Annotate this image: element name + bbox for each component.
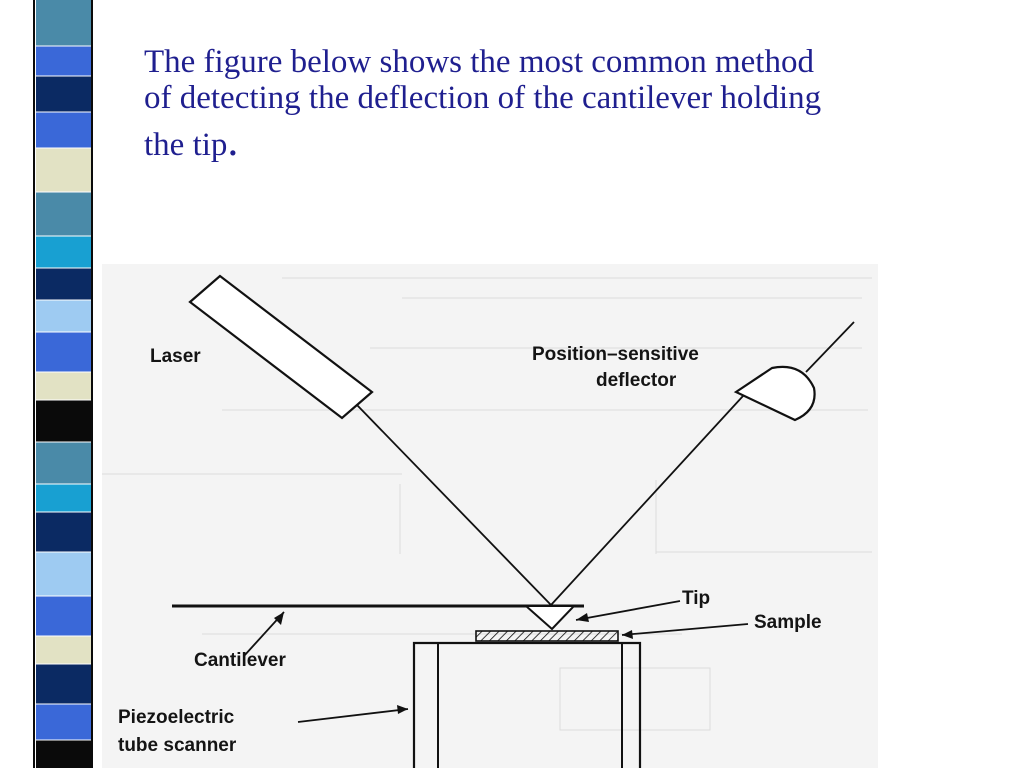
scanner-label-line1: Piezoelectric	[118, 707, 235, 728]
stripe-block	[36, 636, 92, 664]
tip-shape	[523, 605, 577, 631]
detector-label-line2: deflector	[596, 370, 677, 391]
cantilever-label: Cantilever	[194, 650, 286, 671]
detector-lead	[805, 321, 855, 373]
stripe-block	[36, 664, 92, 704]
stripe-block	[36, 76, 92, 112]
stripe-block	[36, 268, 92, 300]
title-line-3: the tip	[144, 127, 228, 163]
laser-label: Laser	[150, 346, 201, 367]
detector-label-line1: Position–sensitive	[532, 344, 699, 365]
title-line-3-wrap: the tip.	[144, 119, 984, 164]
scanner-label-line2: tube scanner	[118, 735, 237, 756]
tip-leader-line	[575, 600, 681, 621]
sample-leader-line	[621, 623, 749, 636]
sample-label: Sample	[754, 612, 822, 633]
reflected-beam	[550, 395, 744, 606]
cantilever-arrowhead	[274, 612, 284, 625]
tip-label: Tip	[682, 588, 710, 609]
scanner-arrowhead	[397, 705, 408, 714]
sample-arrowhead	[622, 630, 633, 639]
stripe-block	[36, 372, 92, 400]
position-sensitive-detector	[733, 365, 816, 422]
stripe-block	[36, 704, 92, 740]
stripe-block	[36, 300, 92, 332]
sample-slab	[475, 630, 619, 642]
stripe-block	[36, 46, 92, 76]
stripe-block	[36, 0, 92, 46]
stripe-block	[36, 332, 92, 372]
tube-scanner-outline	[412, 641, 642, 768]
stripe-block	[36, 400, 92, 442]
stripe-block	[36, 484, 92, 512]
stripe-block	[36, 192, 92, 236]
stripe-block	[36, 236, 92, 268]
afm-diagram: Laser Position–sensitive deflector Tip S…	[102, 264, 878, 768]
stripe-block	[36, 442, 92, 484]
stripe-block	[36, 512, 92, 552]
stripe-block	[36, 552, 92, 596]
title-line-1: The figure below shows the most common m…	[144, 44, 814, 80]
tip-arrowhead	[576, 613, 589, 622]
stripe-block	[36, 596, 92, 636]
afm-diagram-svg: Laser Position–sensitive deflector Tip S…	[102, 274, 872, 768]
stripe-block	[36, 740, 92, 768]
title-end-mark: .	[227, 116, 239, 165]
slide-title: The figure below shows the most common m…	[144, 44, 984, 163]
title-line-2: of detecting the deflection of the canti…	[144, 80, 822, 116]
stripe-block	[36, 148, 92, 192]
scanner-leader-line	[297, 708, 409, 723]
incident-beam	[356, 404, 552, 606]
stripe-block	[36, 112, 92, 148]
decorative-side-stripe	[0, 0, 104, 768]
laser-body	[188, 274, 374, 420]
